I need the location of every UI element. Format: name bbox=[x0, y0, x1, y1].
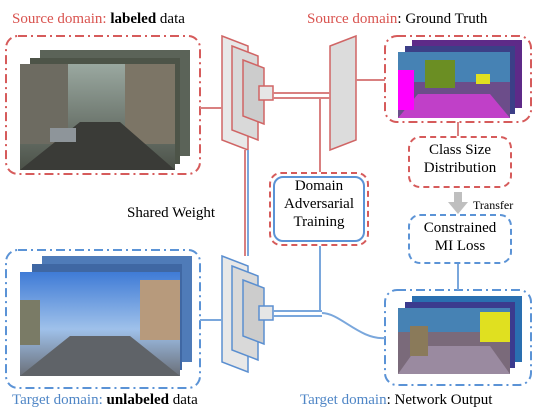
mi-loss-line-1: Constrained bbox=[423, 220, 497, 236]
source-image-frame bbox=[5, 35, 201, 175]
class-size-line-2: Distribution bbox=[423, 160, 497, 176]
target-image-stack bbox=[20, 256, 192, 376]
source-decoder bbox=[329, 34, 357, 152]
output-label-prefix: Target domain bbox=[300, 392, 387, 408]
target-label-bold: unlabeled bbox=[106, 392, 170, 408]
transfer-arrow bbox=[448, 122, 468, 214]
class-size-box: Class Size Distribution bbox=[408, 136, 512, 188]
source-data-label: Source domain: labeled data bbox=[12, 10, 185, 28]
output-label-suffix: : Network Output bbox=[386, 392, 493, 408]
domain-adv-line-2: Adversarial bbox=[284, 196, 354, 212]
output-label: Target domain: Network Output bbox=[300, 391, 492, 409]
target-encoder bbox=[221, 254, 274, 374]
target-label-suffix: data bbox=[169, 392, 198, 408]
source-label-prefix: Source domain: bbox=[12, 11, 111, 27]
gt-label-prefix: Source domain bbox=[307, 11, 398, 27]
gt-segmentation-stack bbox=[398, 40, 522, 118]
target-data-label: Target domain: unlabeled data bbox=[12, 391, 198, 409]
gt-label: Source domain: Ground Truth bbox=[307, 10, 487, 28]
source-connectors bbox=[200, 79, 385, 256]
shared-weight-label: Shared Weight bbox=[127, 205, 216, 221]
target-label-prefix: Target domain: bbox=[12, 392, 107, 408]
mi-loss-line-2: MI Loss bbox=[434, 238, 486, 254]
domain-adversarial-box-inner bbox=[273, 176, 365, 242]
mi-loss-box: Constrained MI Loss bbox=[408, 214, 512, 264]
output-segmentation-stack bbox=[398, 296, 522, 374]
source-image-stack bbox=[20, 50, 190, 170]
source-encoder bbox=[221, 34, 274, 152]
class-size-line-1: Class Size bbox=[428, 142, 492, 158]
domain-adv-line-1: Domain bbox=[294, 178, 344, 194]
target-image-frame bbox=[5, 249, 201, 389]
transfer-label: Transfer bbox=[473, 198, 514, 212]
gt-label-suffix: : Ground Truth bbox=[397, 11, 488, 27]
domain-adversarial-box: Domain Adversarial Training bbox=[269, 172, 369, 246]
target-connectors bbox=[200, 150, 459, 340]
domain-adv-line-3: Training bbox=[293, 214, 345, 230]
source-label-suffix: data bbox=[156, 11, 185, 27]
source-label-bold: labeled bbox=[110, 11, 157, 27]
